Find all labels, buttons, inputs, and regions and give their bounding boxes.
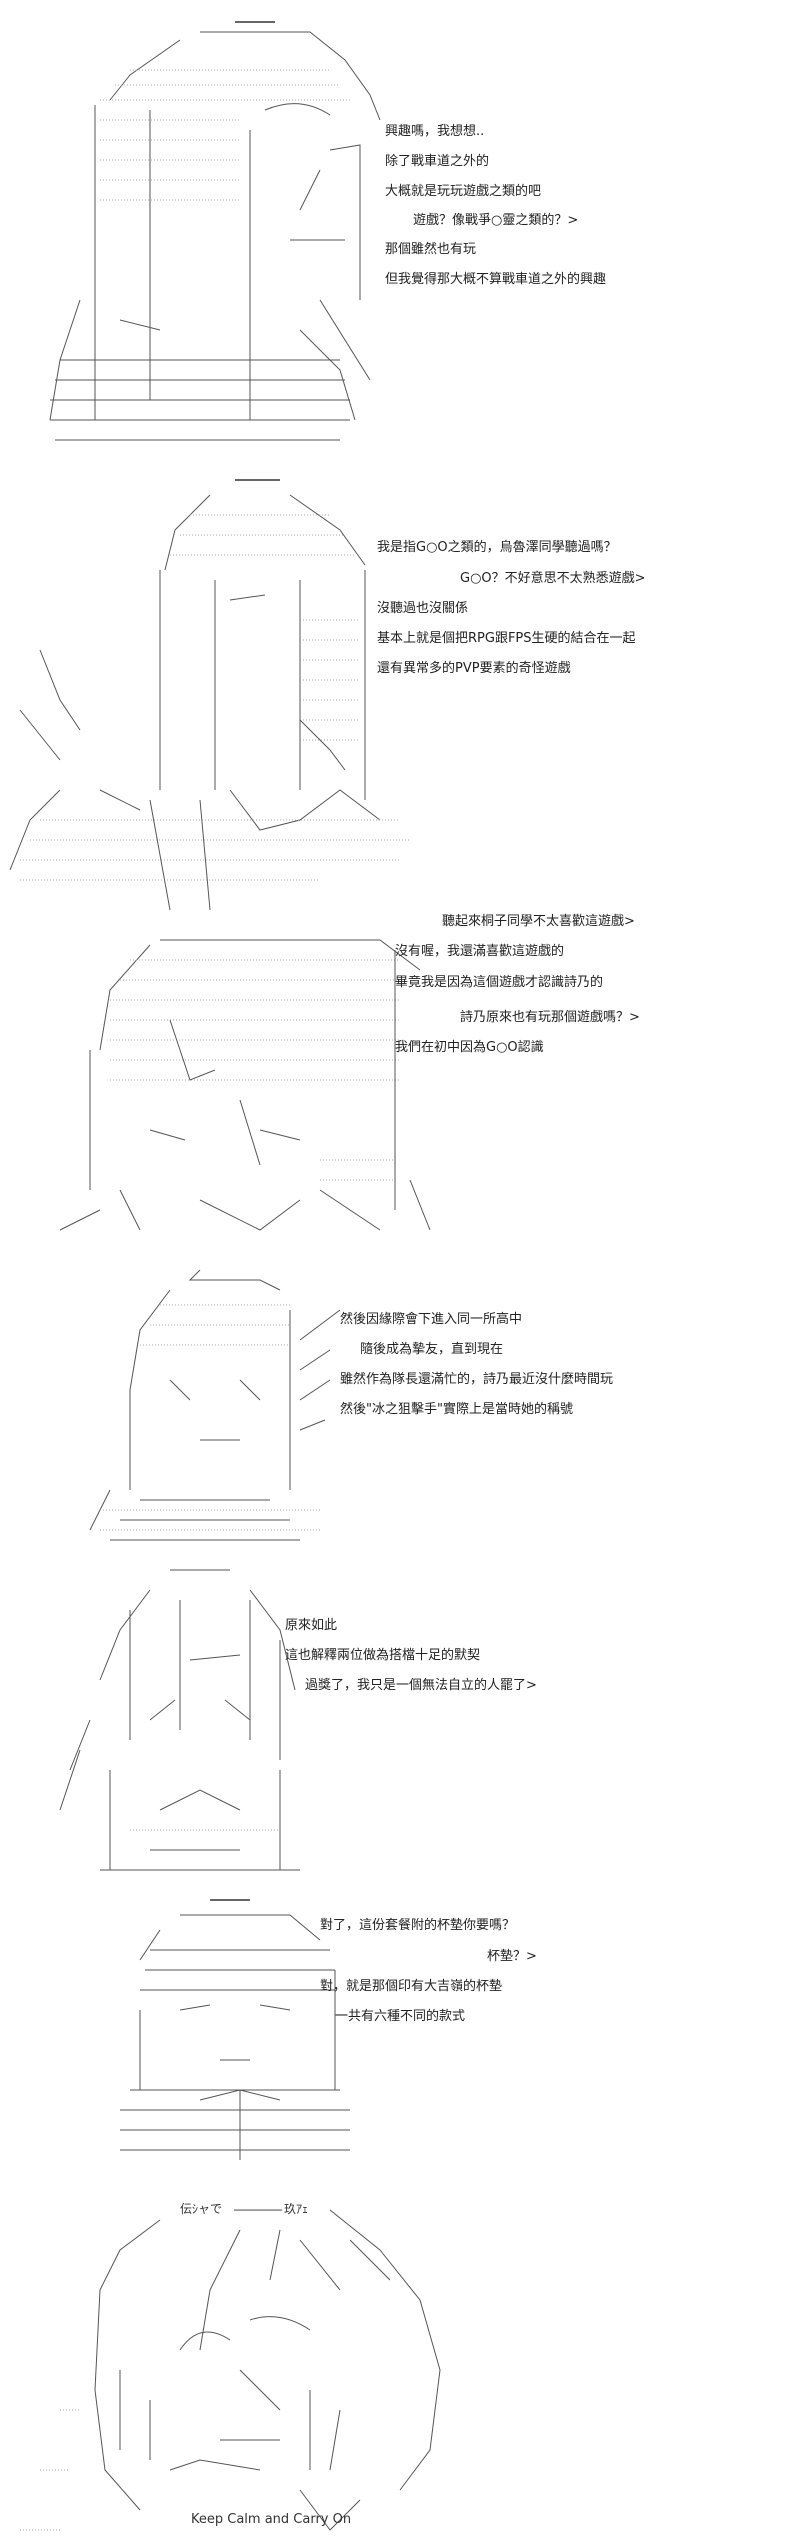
art-lettering-right: 玖ｱｪ — [284, 2202, 309, 2216]
dialogue-line: 興趣嗎，我想想.. — [385, 124, 485, 139]
dialogue-line: 隨後成為摯友，直到現在 — [360, 1342, 504, 1357]
character-art-7 — [20, 2209, 441, 2531]
dialogue-line: 我是指G○O之類的，烏魯澤同學聽過嗎？ — [377, 540, 617, 555]
dialogue-line: 雖然作為隊長還滿忙的，詩乃最近沒什麼時間玩 — [340, 1372, 614, 1387]
dialogue-line: 對，就是那個印有大吉嶺的杯墊 — [320, 1979, 503, 1994]
panel-6: 對了，這份套餐附的杯墊你要嗎？ 杯墊？> 對，就是那個印有大吉嶺的杯墊 一共有六… — [0, 1890, 800, 2170]
panel-5: 原來如此 這也解釋兩位做為搭檔十足的默契 過獎了，我只是一個無法自立的人罷了> — [0, 1550, 800, 1890]
character-art-4 — [89, 1269, 340, 1541]
panel-1: 興趣嗎，我想想.. 除了戰車道之外的 大概就是玩玩遊戲之類的吧 遊戲？像戰爭○靈… — [0, 0, 800, 470]
character-art-5 — [59, 1569, 300, 1871]
dialogue-line: 過獎了，我只是一個無法自立的人罷了> — [305, 1678, 537, 1693]
dialogue-line: 然後因緣際會下進入同一所高中 — [340, 1312, 523, 1327]
dialogue-line: 沒聽過也沒關係 — [377, 601, 469, 616]
dialogue-line: 那個雖然也有玩 — [385, 242, 477, 257]
dialogue-line: 這也解釋兩位做為搭檔十足的默契 — [285, 1648, 481, 1663]
dialogue-line: 沒有喔，我還滿喜歡這遊戲的 — [395, 944, 565, 959]
dialogue-line: 但我覺得那大概不算戰車道之外的興趣 — [385, 272, 607, 287]
art-lettering-left: 伝ｼャで — [180, 2202, 223, 2216]
dialogue-line: 詩乃原來也有玩那個遊戲嗎？> — [460, 1010, 640, 1025]
dialogue-line: 還有異常多的PVP要素的奇怪遊戲 — [377, 661, 571, 676]
dialogue-line: 一共有六種不同的款式 — [335, 2009, 466, 2024]
dialogue-line: G○O？不好意思不太熟悉遊戲> — [460, 571, 646, 586]
dialogue-line: 畢竟我是因為這個遊戲才認識詩乃的 — [395, 975, 604, 990]
panel-7: 伝ｼャで ‾‾‾‾‾‾‾‾ 玖ｱｪ Keep Calm and Carry On — [0, 2170, 800, 2541]
dialogue-line: 我們在初中因為G○O認識 — [395, 1040, 544, 1055]
character-art-1 — [49, 21, 381, 441]
dialogue-line: 聽起來桐子同學不太喜歡這遊戲> — [442, 914, 635, 929]
dialogue-line: 杯墊？> — [487, 1949, 537, 1964]
keep-calm-text: Keep Calm and Carry On — [191, 2512, 352, 2527]
dialogue-line: 然後"冰之狙擊手"實際上是當時她的稱號 — [340, 1402, 573, 1417]
dialogue-line: 遊戲？像戰爭○靈之類的？> — [413, 213, 579, 228]
dialogue-line: 除了戰車道之外的 — [385, 154, 490, 169]
panel-3: 聽起來桐子同學不太喜歡這遊戲> 沒有喔，我還滿喜歡這遊戲的 畢竟我是因為這個遊戲… — [0, 914, 800, 1250]
panel-4: 然後因緣際會下進入同一所高中 隨後成為摯友，直到現在 雖然作為隊長還滿忙的，詩乃… — [0, 1250, 800, 1550]
character-art-6 — [120, 1899, 350, 2160]
art-dash: ‾‾‾‾‾‾‾‾ — [234, 2208, 282, 2222]
character-art-2 — [9, 479, 410, 911]
dialogue-line: 大概就是玩玩遊戲之類的吧 — [385, 184, 542, 199]
dialogue-line: 原來如此 — [285, 1618, 338, 1633]
panel-2: 我是指G○O之類的，烏魯澤同學聽過嗎？ G○O？不好意思不太熟悉遊戲> 沒聽過也… — [0, 470, 800, 930]
dialogue-line: 對了，這份套餐附的杯墊你要嗎？ — [320, 1918, 516, 1933]
dialogue-line: 基本上就是個把RPG跟FPS生硬的結合在一起 — [377, 631, 636, 646]
character-art-3 — [59, 939, 431, 1231]
